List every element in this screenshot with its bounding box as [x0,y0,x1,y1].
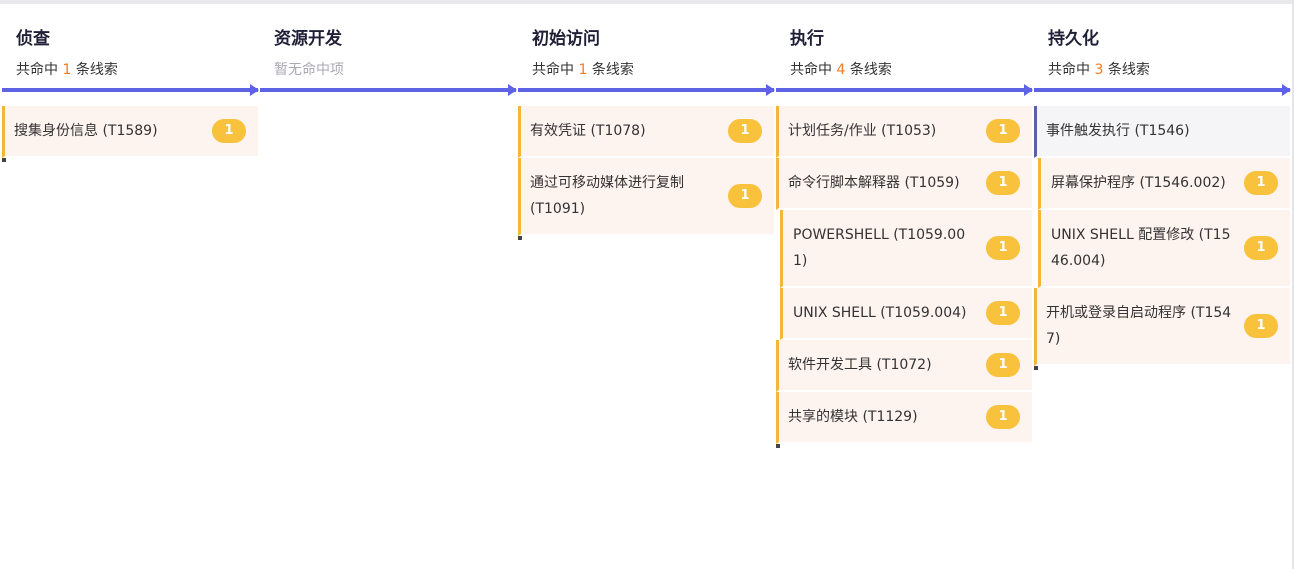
hit-badge: 1 [1244,236,1278,260]
technique-item[interactable]: 命令行脚本解释器 (T1059) 1 [776,158,1032,210]
hit-count: 3 [1094,62,1104,78]
top-border [0,0,1294,4]
stage-arrow [2,84,259,96]
technique-label: 计划任务/作业 (T1053) [788,123,937,139]
hit-badge: 1 [986,171,1020,195]
right-border [1292,0,1294,569]
technique-list: 搜集身份信息 (T1589) 1 [0,106,258,162]
stage-arrow [260,84,517,96]
technique-label: 通过可移动媒体进行复制 (T1091) [530,175,684,217]
column-header: 侦查 共命中 1 条线索 [0,4,259,96]
column-reconnaissance: 侦查 共命中 1 条线索 搜集身份信息 (T1589) 1 [0,4,259,444]
technique-label: UNIX SHELL (T1059.004) [793,305,967,321]
attack-matrix-board: 侦查 共命中 1 条线索 搜集身份信息 (T1589) 1 资源开发 暂无命中项… [0,4,1292,448]
list-end-marker [776,444,780,448]
hit-badge: 1 [986,353,1020,377]
list-end-marker [1034,366,1038,370]
technique-item[interactable]: 计划任务/作业 (T1053) 1 [776,106,1032,158]
column-persistence: 持久化 共命中 3 条线索 事件触发执行 (T1546) 屏幕保护程序 (T15… [1032,4,1291,444]
sub-technique-item[interactable]: UNIX SHELL (T1059.004) 1 [780,288,1032,340]
list-end-marker [518,236,522,240]
column-initial-access: 初始访问 共命中 1 条线索 有效凭证 (T1078) 1 通过可移动媒体进行复… [516,4,775,444]
technique-label: 共享的模块 (T1129) [788,409,918,425]
hit-badge: 1 [986,301,1020,325]
technique-item[interactable]: 通过可移动媒体进行复制 (T1091) 1 [518,158,774,236]
hit-badge: 1 [986,405,1020,429]
technique-label: UNIX SHELL 配置修改 (T1546.004) [1051,227,1231,269]
technique-label: 命令行脚本解释器 (T1059) [788,175,960,191]
hit-count: 1 [62,62,72,78]
sub-technique-item[interactable]: POWERSHELL (T1059.001) 1 [780,210,1032,288]
column-title: 初始访问 [532,29,600,49]
hit-badge: 1 [728,119,762,143]
hit-badge: 1 [1244,314,1278,338]
hit-count: 1 [578,62,588,78]
column-header: 执行 共命中 4 条线索 [774,4,1033,96]
technique-item-expanded[interactable]: 事件触发执行 (T1546) [1034,106,1290,158]
technique-label: 有效凭证 (T1078) [530,123,646,139]
technique-label: 屏幕保护程序 (T1546.002) [1051,175,1226,191]
technique-list: 有效凭证 (T1078) 1 通过可移动媒体进行复制 (T1091) 1 [516,106,774,240]
technique-label: 搜集身份信息 (T1589) [14,123,158,139]
column-header: 初始访问 共命中 1 条线索 [516,4,775,96]
column-summary: 共命中 1 条线索 [16,62,118,78]
technique-list: 事件触发执行 (T1546) 屏幕保护程序 (T1546.002) 1 UNIX… [1032,106,1290,370]
list-end-marker [2,158,6,162]
column-title: 持久化 [1048,29,1099,49]
column-summary: 共命中 4 条线索 [790,62,892,78]
hit-badge: 1 [986,236,1020,260]
hit-count: 4 [836,62,846,78]
technique-item[interactable]: 有效凭证 (T1078) 1 [518,106,774,158]
column-title: 侦查 [16,29,50,49]
column-header: 资源开发 暂无命中项 [258,4,517,96]
hit-badge: 1 [212,119,246,143]
hit-badge: 1 [728,184,762,208]
hit-badge: 1 [1244,171,1278,195]
stage-arrow [776,84,1033,96]
sub-technique-item[interactable]: 屏幕保护程序 (T1546.002) 1 [1038,158,1290,210]
technique-label: 开机或登录自启动程序 (T1547) [1046,305,1232,347]
technique-item[interactable]: 共享的模块 (T1129) 1 [776,392,1032,444]
technique-item[interactable]: 开机或登录自启动程序 (T1547) 1 [1034,288,1290,366]
sub-technique-item[interactable]: UNIX SHELL 配置修改 (T1546.004) 1 [1038,210,1290,288]
stage-arrow [1034,84,1291,96]
column-title: 执行 [790,29,824,49]
technique-list: 计划任务/作业 (T1053) 1 命令行脚本解释器 (T1059) 1 POW… [774,106,1032,448]
technique-item[interactable]: 软件开发工具 (T1072) 1 [776,340,1032,392]
hit-badge: 1 [986,119,1020,143]
column-summary: 共命中 1 条线索 [532,62,634,78]
column-execution: 执行 共命中 4 条线索 计划任务/作业 (T1053) 1 命令行脚本解释器 … [774,4,1033,448]
column-summary: 共命中 3 条线索 [1048,62,1150,78]
column-summary-empty: 暂无命中项 [274,62,344,78]
column-title: 资源开发 [274,29,342,49]
technique-label: POWERSHELL (T1059.001) [793,227,966,269]
column-header: 持久化 共命中 3 条线索 [1032,4,1291,96]
technique-label: 事件触发执行 (T1546) [1046,123,1190,139]
technique-item[interactable]: 搜集身份信息 (T1589) 1 [2,106,258,158]
technique-label: 软件开发工具 (T1072) [788,357,932,373]
column-resource-development: 资源开发 暂无命中项 [258,4,517,444]
stage-arrow [518,84,775,96]
